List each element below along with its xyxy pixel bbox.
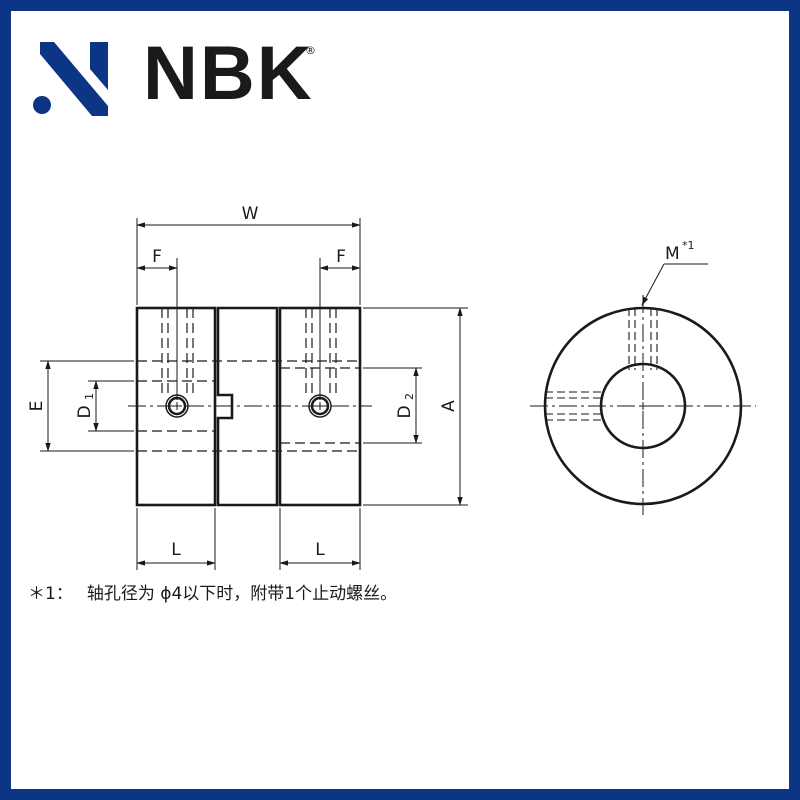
svg-text:1: 1 (83, 393, 96, 400)
footnote: ＊1： 轴孔径为 ϕ4以下时，附带1个止动螺丝。 (28, 579, 397, 604)
dim-D2: D 2 (395, 393, 416, 419)
svg-text:2: 2 (403, 393, 416, 400)
side-view (128, 306, 372, 507)
front-view (530, 263, 756, 515)
dim-W: W (242, 204, 259, 224)
brand-name: NBK (143, 31, 314, 116)
label-M: M (665, 244, 680, 264)
dim-E: E (27, 401, 47, 412)
footnote-marker: ＊1： (28, 584, 73, 604)
dim-F-left: F (152, 247, 162, 267)
footnote-text: 轴孔径为 ϕ4以下时，附带1个止动螺丝。 (86, 584, 398, 604)
dim-F-right: F (336, 247, 346, 267)
svg-text:D: D (395, 405, 415, 418)
dim-A: A (439, 400, 459, 412)
dim-D1: D 1 (75, 393, 96, 419)
registered-mark: ® (305, 44, 316, 57)
label-M-ref: *1 (682, 239, 695, 252)
svg-text:D: D (75, 405, 95, 418)
nbk-logo-icon (32, 42, 108, 116)
dim-L-right: L (315, 540, 325, 560)
dim-L-left: L (171, 540, 181, 560)
spider-block (216, 306, 279, 507)
